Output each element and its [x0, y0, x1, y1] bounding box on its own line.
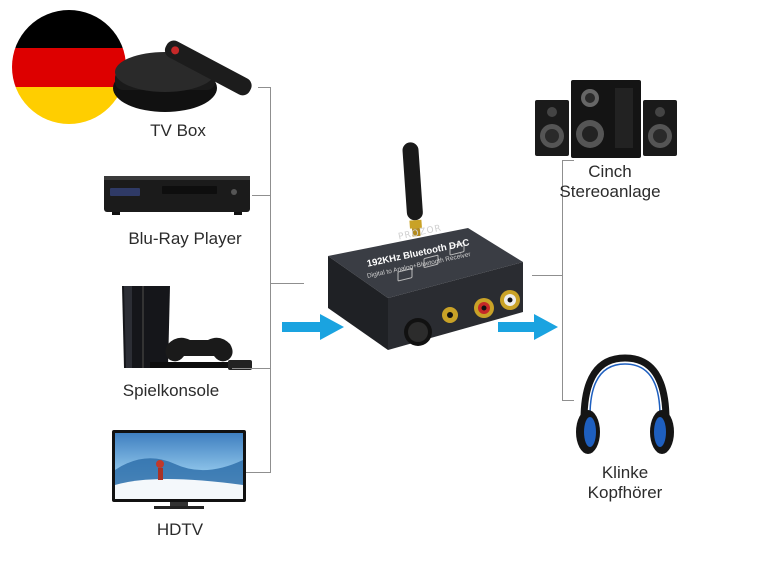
output-label-klinke: Klinke Kopfhörer	[565, 463, 685, 503]
arrow-right-icon	[282, 314, 344, 340]
tv-box-icon	[113, 40, 252, 112]
output-label-line2: Kopfhörer	[587, 483, 663, 502]
arrow-right-icon	[498, 314, 558, 340]
source-label-tv-box: TV Box	[150, 121, 206, 140]
german-flag-icon	[12, 10, 126, 124]
connector-line	[562, 400, 574, 401]
hdtv-icon	[112, 430, 246, 509]
source-label-console: Spielkonsole	[122, 381, 220, 400]
bluray-player-icon	[104, 176, 250, 215]
output-label-line1: Cinch	[588, 162, 632, 181]
connector-line	[270, 283, 304, 284]
output-label-line2: Stereoanlage	[559, 182, 661, 201]
speakers-icon	[535, 80, 677, 158]
game-console-icon	[122, 286, 252, 370]
connector-line	[532, 275, 562, 276]
connector-line	[270, 87, 271, 473]
output-label-line1: Klinke	[601, 463, 649, 482]
dac-converter: PROZOR 192KHz Bluetooth DAC Digital to A…	[318, 140, 528, 355]
connector-line	[246, 472, 270, 473]
connector-line	[562, 160, 563, 400]
connector-line	[252, 195, 270, 196]
source-label-bluray: Blu-Ray Player	[128, 229, 242, 248]
connector-line	[562, 160, 574, 161]
headphones-icon	[576, 354, 674, 454]
source-label-hdtv: HDTV	[156, 520, 204, 539]
connector-line	[232, 368, 270, 369]
output-label-cinch: Cinch Stereoanlage	[550, 162, 670, 202]
connector-line	[258, 87, 270, 88]
dac-converter-icon	[328, 142, 523, 350]
